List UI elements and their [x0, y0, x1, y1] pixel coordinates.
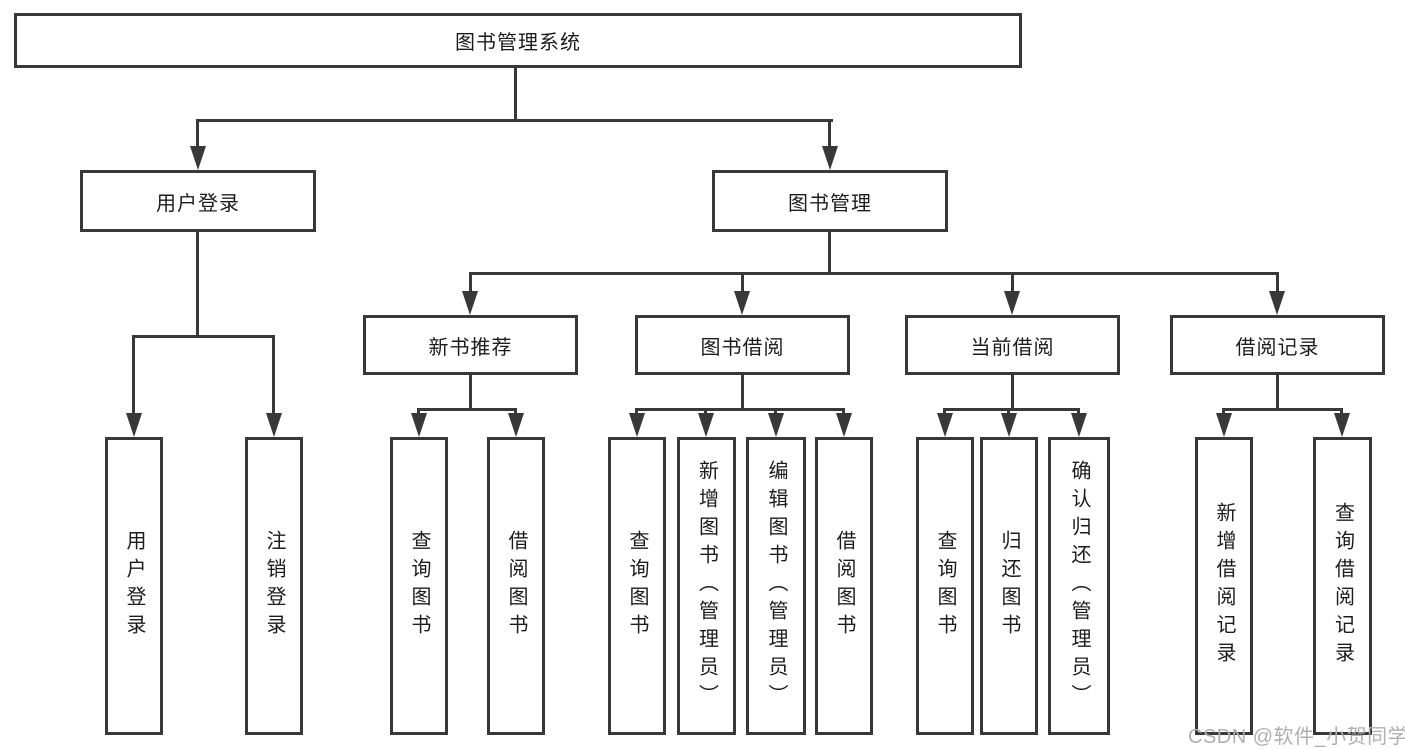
arrow-down-icon: [462, 291, 478, 315]
leaf-label: 查询图书: [408, 530, 430, 642]
node-root-library-system: 图书管理系统: [14, 13, 1022, 68]
arrow-down-icon: [629, 413, 645, 437]
connector-nbr-stem: [469, 375, 472, 408]
connector-drop-leaf-user-login: [132, 335, 135, 415]
connector-bb-bar: [635, 408, 845, 411]
node-book-management: 图书管理: [712, 170, 948, 232]
node-borrow-record: 借阅记录: [1170, 315, 1385, 375]
connector-drop: [943, 408, 946, 416]
connector-drop: [842, 408, 845, 416]
leaf-label: 注销登录: [263, 530, 285, 642]
leaf-bb-edit-books-admin: 编辑图书（管理员）: [746, 437, 806, 735]
connector-drop-leaf-logout: [272, 335, 275, 415]
connector-drop-user-login: [196, 119, 199, 149]
node-new-book-recommend: 新书推荐: [363, 315, 578, 375]
leaf-logout: 注销登录: [245, 437, 303, 735]
leaf-label: 借阅图书: [505, 530, 527, 642]
connector-br-stem: [1276, 375, 1279, 408]
leaf-label: 查询图书: [626, 530, 648, 642]
leaf-cb-confirm-return-admin: 确认归还（管理员）: [1048, 437, 1110, 735]
leaf-nbr-query-books: 查询图书: [390, 437, 448, 735]
connector-drop-new-book-recommend: [469, 272, 472, 294]
node-label: 当前借阅: [970, 336, 1055, 359]
connector-drop: [417, 408, 420, 416]
node-label: 图书管理系统: [455, 32, 581, 54]
connector-drop: [774, 408, 777, 416]
connector-cb-bar: [943, 408, 1080, 411]
connector-cb-stem: [1011, 375, 1014, 408]
connector-bb-stem: [741, 375, 744, 408]
connector-drop: [514, 408, 517, 416]
connector-userlogin-stem: [196, 232, 199, 335]
leaf-label: 借阅图书: [833, 530, 855, 642]
leaf-bb-add-books-admin: 新增图书（管理员）: [677, 437, 736, 735]
csdn-watermark: CSDN @软件_小贺同学: [1188, 726, 1405, 748]
leaf-cb-return-books: 归还图书: [980, 437, 1038, 735]
connector-bookmgmt-stem: [828, 232, 831, 272]
node-label: 新书推荐: [428, 336, 513, 359]
leaf-user-login: 用户登录: [105, 437, 163, 735]
arrow-down-icon: [937, 413, 953, 437]
arrow-down-icon: [1004, 291, 1020, 315]
arrow-down-icon: [1269, 291, 1285, 315]
leaf-br-query-record: 查询借阅记录: [1313, 437, 1372, 735]
connector-drop: [1077, 408, 1080, 416]
leaf-label: 查询图书: [934, 530, 956, 642]
node-label: 图书借阅: [700, 336, 785, 359]
connector-drop: [1340, 408, 1343, 416]
connector-bookmgmt-bar: [469, 272, 1279, 275]
connector-nbr-bar: [417, 408, 517, 411]
node-book-borrow: 图书借阅: [635, 315, 850, 375]
leaf-label: 归还图书: [998, 530, 1020, 642]
node-current-borrow: 当前借阅: [905, 315, 1120, 375]
node-label: 借阅记录: [1235, 336, 1320, 359]
connector-drop: [1222, 408, 1225, 416]
connector-drop-book-borrow: [741, 272, 744, 294]
arrow-down-icon: [126, 413, 142, 437]
leaf-cb-query-books: 查询图书: [916, 437, 974, 735]
arrow-down-icon: [1071, 413, 1087, 437]
connector-drop: [704, 408, 707, 416]
leaf-label: 新增图书（管理员）: [695, 460, 718, 712]
connector-drop: [635, 408, 638, 416]
arrow-down-icon: [822, 146, 838, 170]
leaf-label: 确认归还（管理员）: [1068, 460, 1090, 712]
arrow-down-icon: [1334, 413, 1350, 437]
connector-br-bar: [1222, 408, 1343, 411]
arrow-down-icon: [190, 146, 206, 170]
connector-userlogin-bar: [132, 335, 275, 338]
leaf-label: 用户登录: [123, 530, 145, 642]
connector-drop: [1007, 408, 1010, 416]
arrow-down-icon: [1001, 413, 1017, 437]
arrow-down-icon: [508, 413, 524, 437]
arrow-down-icon: [768, 413, 784, 437]
arrow-down-icon: [836, 413, 852, 437]
arrow-down-icon: [1216, 413, 1232, 437]
leaf-label: 编辑图书（管理员）: [765, 460, 787, 712]
leaf-nbr-borrow-books: 借阅图书: [487, 437, 545, 735]
leaf-label: 新增借阅记录: [1213, 502, 1235, 670]
connector-root-stem: [514, 68, 517, 119]
leaf-bb-query-books: 查询图书: [608, 437, 666, 735]
arrow-down-icon: [734, 291, 750, 315]
connector-drop-borrow-record: [1276, 272, 1279, 294]
leaf-label: 查询借阅记录: [1331, 502, 1354, 670]
connector-root-bar: [196, 119, 833, 122]
leaf-bb-borrow-books: 借阅图书: [815, 437, 873, 735]
leaf-br-add-record: 新增借阅记录: [1195, 437, 1253, 735]
node-label: 图书管理: [788, 192, 872, 215]
connector-drop-current-borrow: [1011, 272, 1014, 294]
connector-drop-book-management: [828, 119, 831, 149]
node-label: 用户登录: [156, 192, 240, 215]
arrow-down-icon: [698, 413, 714, 437]
arrow-down-icon: [411, 413, 427, 437]
arrow-down-icon: [266, 413, 282, 437]
node-user-login: 用户登录: [80, 170, 316, 232]
